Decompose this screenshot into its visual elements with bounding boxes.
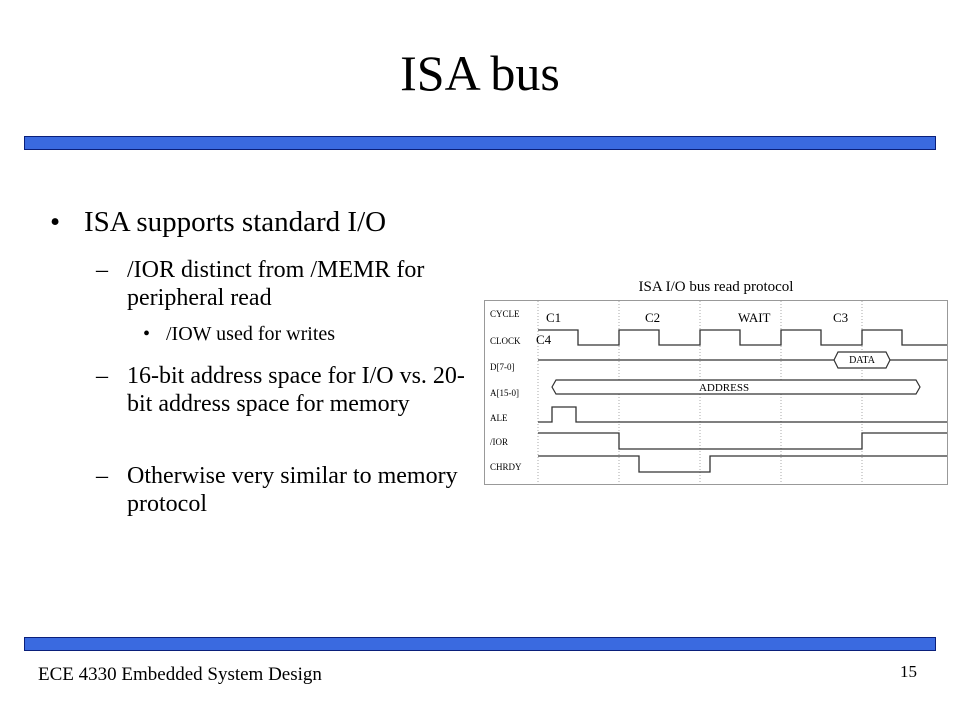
chrdy-waveform: [538, 455, 947, 473]
slide-title: ISA bus: [400, 45, 560, 101]
dash-icon: –: [96, 257, 108, 283]
cycle-label-c3: C3: [833, 310, 848, 325]
signal-label-ior: /IOR: [490, 437, 508, 447]
signal-label-chrdy: CHRDY: [490, 462, 522, 472]
footer-course-name: ECE 4330 Embedded System Design: [38, 664, 322, 685]
bullet-dot-icon: •: [143, 323, 151, 345]
timing-frame: [484, 300, 948, 485]
sub-sub-bullet-text: /IOW used for writes: [166, 323, 336, 345]
cycle-label-c4: C4: [536, 332, 552, 347]
header-accent-bar: [24, 136, 936, 150]
signal-label-ale: ALE: [490, 413, 508, 423]
diagram-caption: ISA I/O bus read protocol: [638, 279, 794, 295]
signal-label-cycle: CYCLE: [490, 309, 520, 319]
clock-waveform: [538, 329, 947, 346]
sub-bullet-text: /IOR distinct from /MEMR for peripheral …: [127, 257, 425, 311]
sub-bullet-text: 16-bit address space for I/O vs. 20-bit …: [127, 363, 465, 417]
ior-waveform: [538, 432, 947, 450]
signal-label-clock: CLOCK: [490, 336, 521, 346]
address-bus-box: [551, 379, 921, 395]
ale-waveform: [538, 406, 947, 423]
cycle-label-wait: WAIT: [738, 310, 771, 325]
signal-label-address: A[15-0]: [490, 388, 519, 398]
cycle-label-c2: C2: [645, 310, 660, 325]
dash-icon: –: [96, 363, 108, 389]
footer-page-number: 15: [900, 662, 917, 681]
timing-diagram: CYCLE CLOCK D[7-0] A[15-0] ALE /IOR CHRD…: [484, 300, 948, 485]
address-bus-label: ADDRESS: [699, 382, 749, 394]
dash-icon: –: [96, 463, 108, 489]
cycle-label-c1: C1: [546, 310, 561, 325]
data-bus-label: DATA: [849, 355, 876, 366]
sub-bullet-text: Otherwise very similar to memory protoco…: [127, 463, 458, 517]
bullet-dot-icon: •: [50, 206, 61, 238]
bullet-text: ISA supports standard I/O: [84, 206, 387, 238]
footer-accent-bar: [24, 637, 936, 651]
signal-label-data: D[7-0]: [490, 362, 515, 372]
